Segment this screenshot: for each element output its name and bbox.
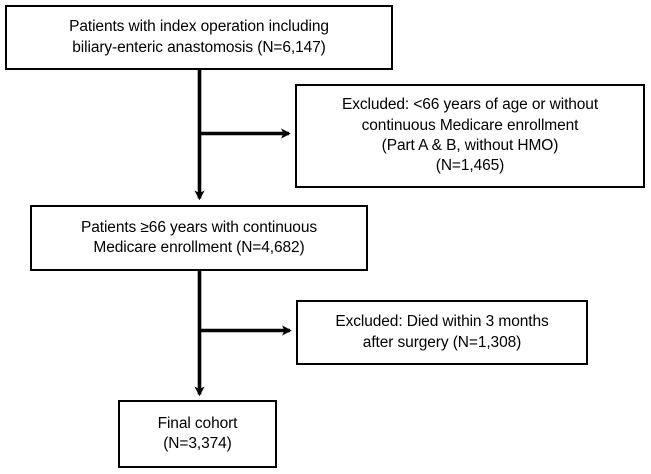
node-cohort-initial-label: Patients with index operation including … xyxy=(69,18,329,56)
node-cohort-final-label: Final cohort (N=3,374) xyxy=(157,414,238,452)
node-cohort-eligible-label: Patients ≥66 years with continuous Medic… xyxy=(80,218,318,256)
node-exclusion-died-label: Excluded: Died within 3 months after sur… xyxy=(335,313,549,351)
node-cohort-eligible: Patients ≥66 years with continuous Medic… xyxy=(30,205,368,271)
node-cohort-initial: Patients with index operation including … xyxy=(5,5,393,70)
node-exclusion-died: Excluded: Died within 3 months after sur… xyxy=(296,300,588,365)
node-exclusion-age: Excluded: <66 years of age or without co… xyxy=(295,84,645,188)
node-exclusion-age-label: Excluded: <66 years of age or without co… xyxy=(341,96,599,175)
node-cohort-final: Final cohort (N=3,374) xyxy=(118,400,277,468)
